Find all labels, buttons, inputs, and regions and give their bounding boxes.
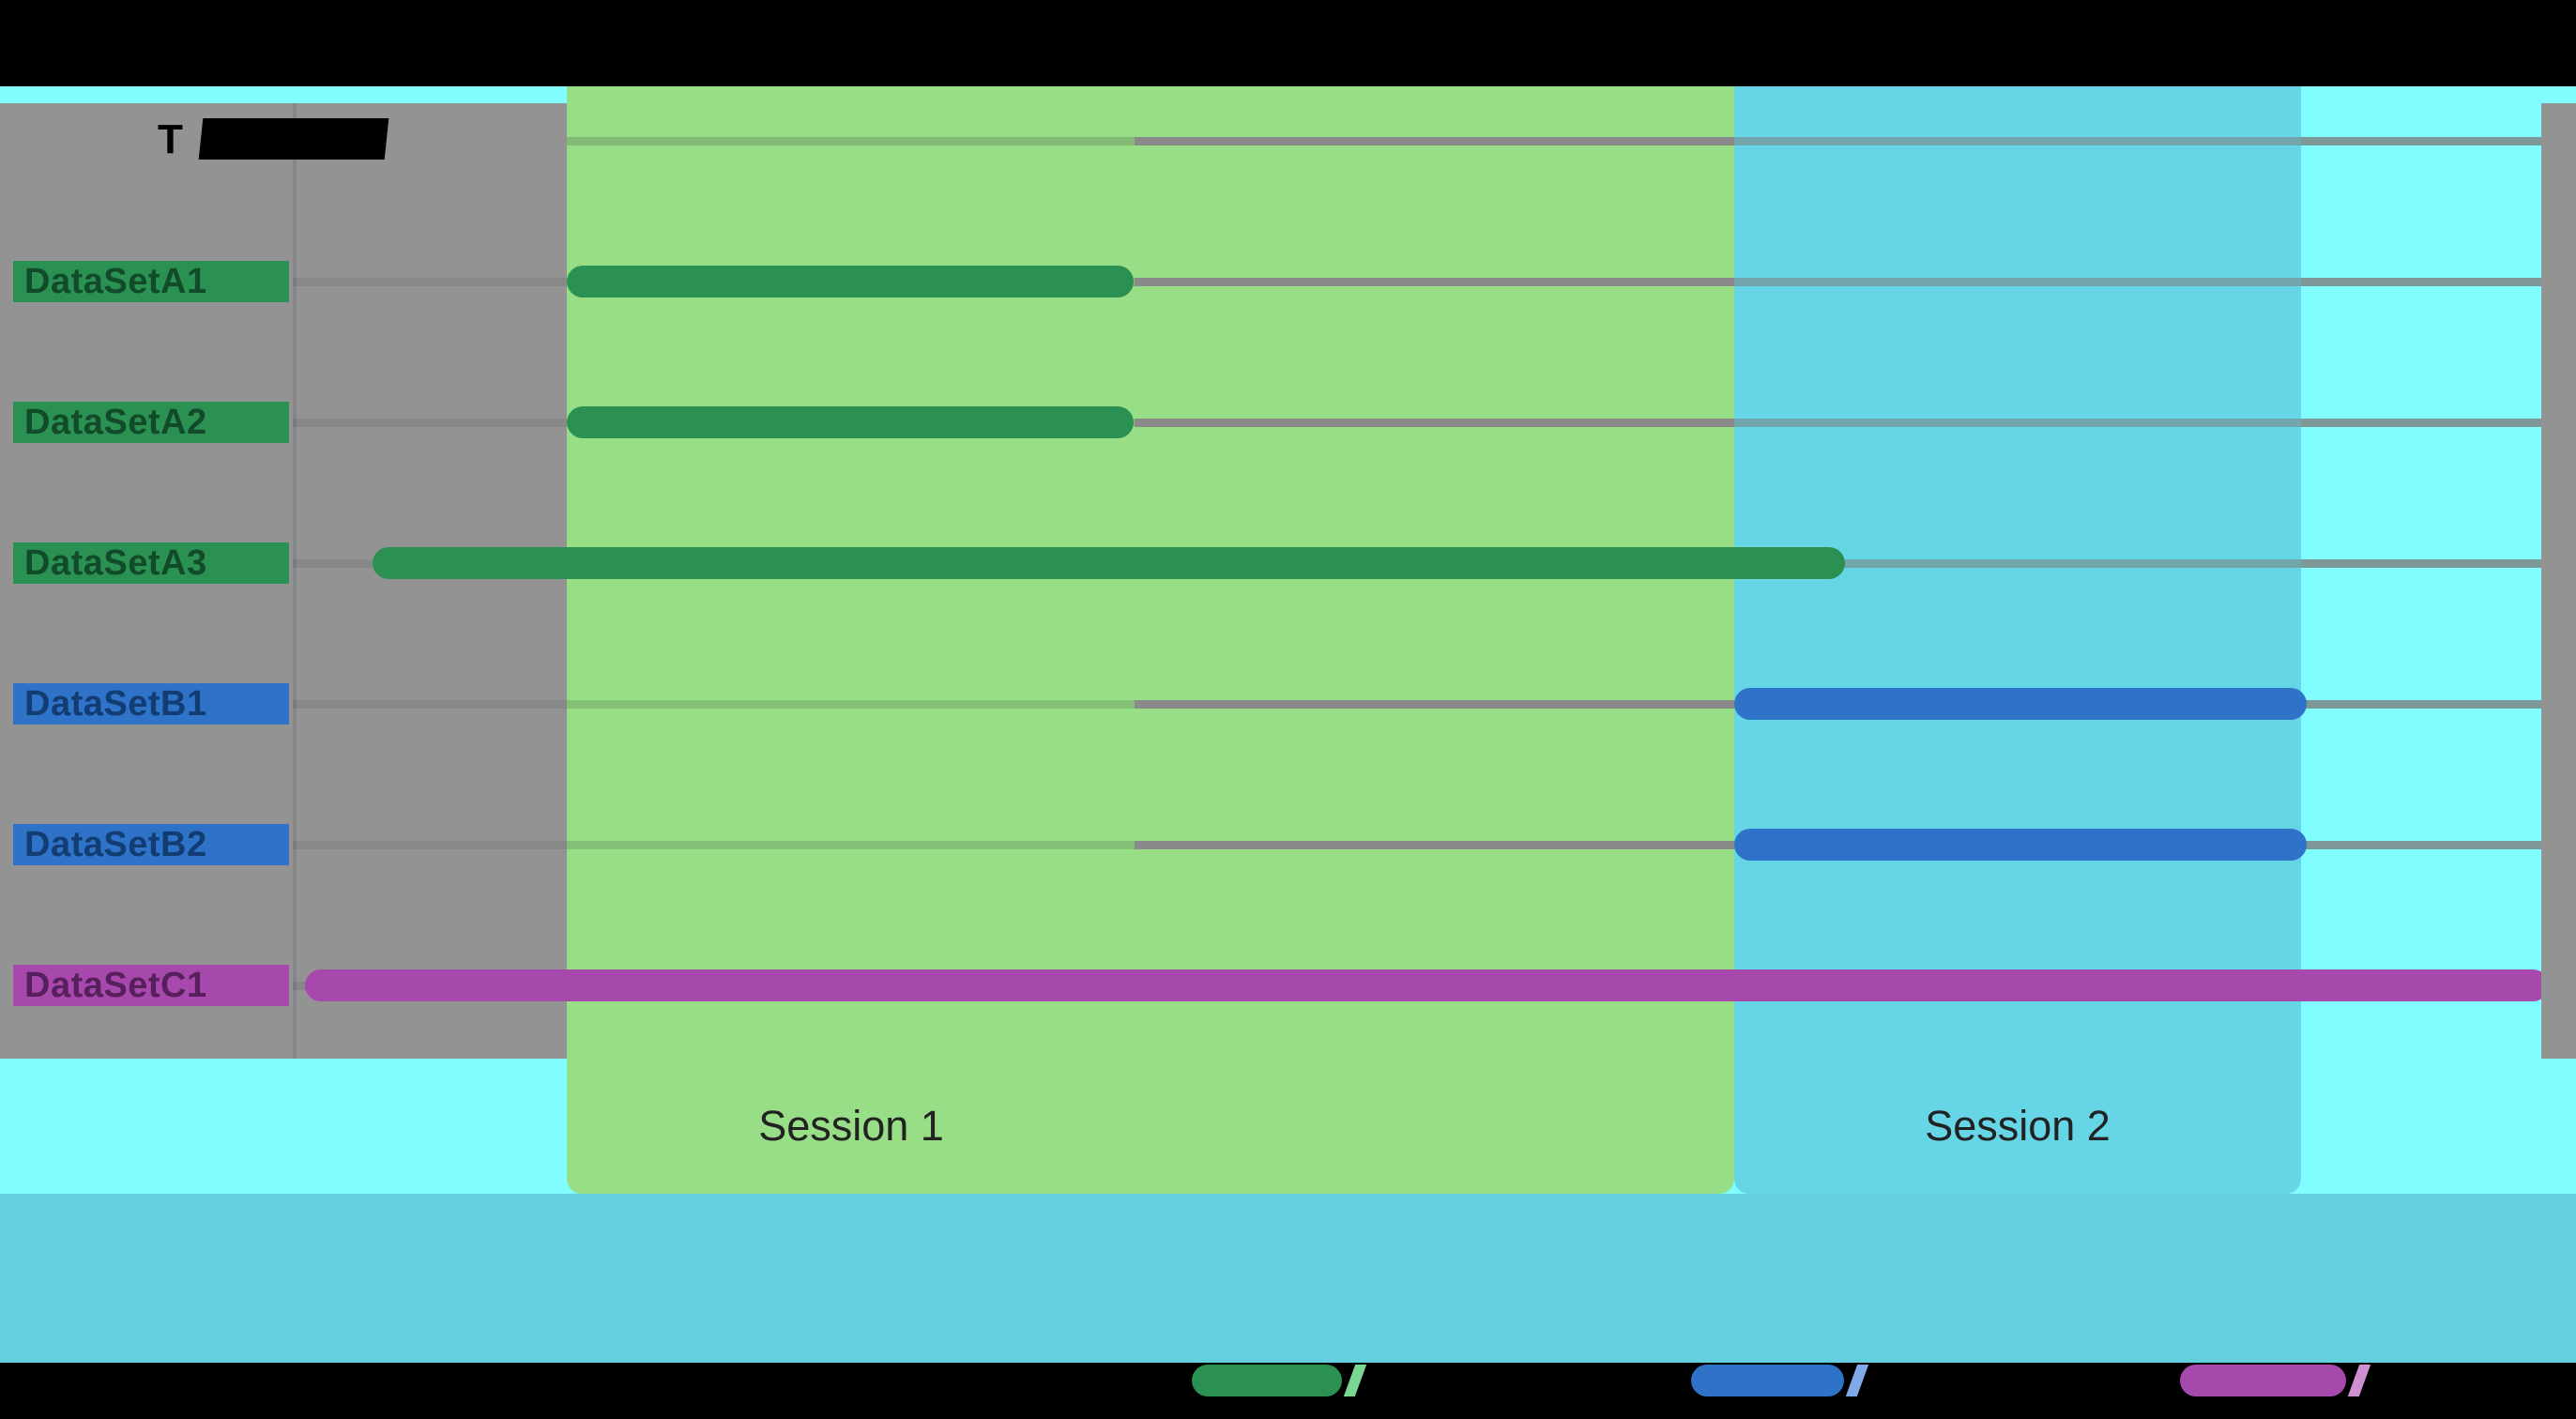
row-gridline-segment [1734,278,2301,286]
task-label-DataSetA2: DataSetA2 [13,402,289,443]
row-gridline-segment [293,700,567,709]
legend-slash-series-B [1845,1365,1869,1396]
task-column-header: T [158,116,183,162]
redaction-box [198,118,389,160]
row-gridline-segment [2301,841,2541,849]
task-label-DataSetB2: DataSetB2 [13,824,289,865]
row-gridline-segment [2301,137,2541,145]
row-gridline-segment [1734,137,2301,145]
legend-slash-series-C [2347,1365,2371,1396]
row-gridline-segment [1135,841,1734,849]
task-bar-DataSetA2 [567,406,1134,438]
row-gridline-segment [1734,419,2301,427]
row-gridline-segment [567,700,1135,709]
task-bar-DataSetC1 [305,969,2549,1001]
session-1-label: Session 1 [758,1102,944,1150]
legend-swatch-series-B [1691,1365,1844,1396]
legend-swatch-series-A [1192,1365,1342,1396]
lower-cyan-band [0,1194,2576,1363]
task-label-DataSetC1: DataSetC1 [13,965,289,1006]
row-gridline-segment [293,841,567,849]
row-gridline-segment [1135,137,1734,145]
row-gridline-segment [567,137,1135,145]
row-gridline-segment [1135,700,1734,709]
row-gridline-segment [2301,278,2541,286]
legend-swatch-series-C [2180,1365,2346,1396]
session-panel-1 [567,86,1734,1194]
row-gridline-segment [293,419,567,427]
row-gridline-segment [2301,419,2541,427]
session-2-label: Session 2 [1925,1102,2111,1150]
legend-slash-series-A [1343,1365,1367,1396]
row-gridline-segment [1135,278,1734,286]
task-label-DataSetA3: DataSetA3 [13,542,289,584]
task-bar-DataSetB2 [1734,829,2307,861]
row-gridline-segment [293,278,567,286]
task-label-DataSetB1: DataSetB1 [13,683,289,725]
task-bar-DataSetB1 [1734,688,2307,720]
task-label-DataSetA1: DataSetA1 [13,261,289,302]
task-bar-DataSetA3 [373,547,1845,579]
row-gridline-segment [1135,419,1734,427]
vertical-gridline [293,103,297,1059]
plot-area-right-edge-strip [2541,103,2576,1059]
row-gridline-segment [2301,700,2541,709]
session-panel-2 [1734,86,2301,1194]
task-bar-DataSetA1 [567,266,1134,298]
row-gridline-segment [1734,559,2301,568]
row-gridline-segment [2301,559,2541,568]
row-gridline-segment [567,841,1135,849]
